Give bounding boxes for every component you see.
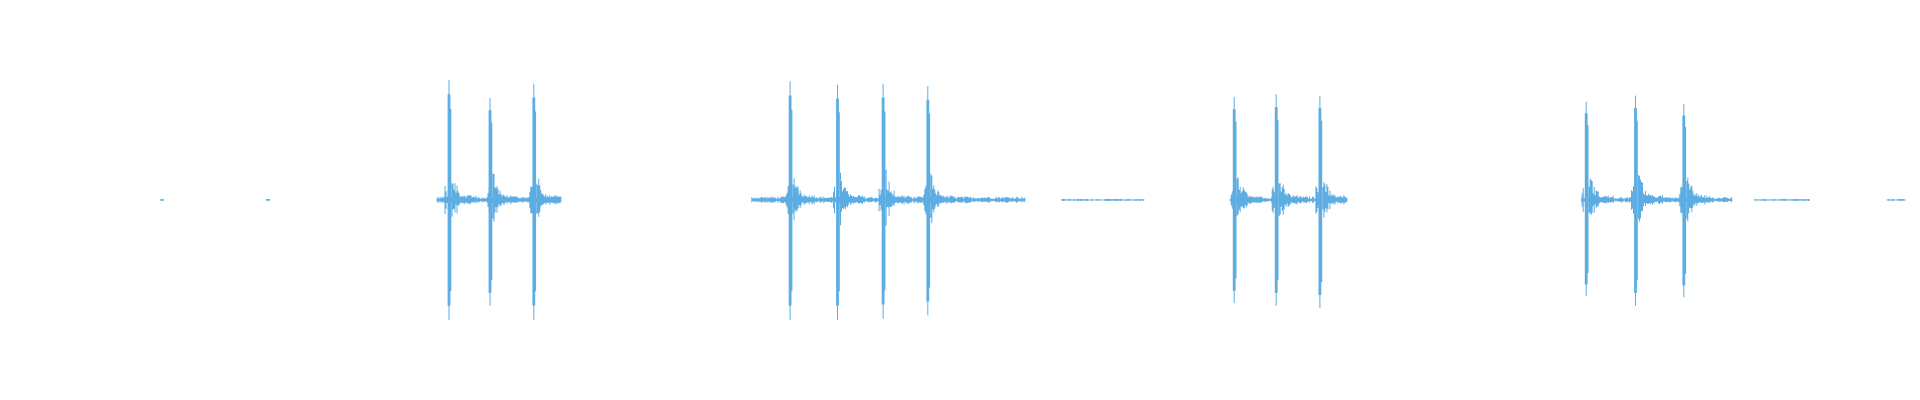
waveform-transient xyxy=(529,83,562,320)
waveform-transient xyxy=(1315,95,1348,308)
waveform-transient xyxy=(485,98,518,306)
waveform-transient-layer xyxy=(444,80,1712,320)
waveform-noise-segment xyxy=(1754,198,1810,202)
waveform-transient xyxy=(785,81,818,320)
waveform-noise-segment xyxy=(160,199,165,201)
waveform-noise-segment xyxy=(1061,198,1145,202)
waveform-transient xyxy=(1679,104,1712,298)
waveform-transient xyxy=(1229,96,1262,304)
waveform-transient xyxy=(1271,94,1304,306)
waveform-transient xyxy=(878,83,911,319)
waveform-noise-segment xyxy=(1886,198,1906,202)
waveform-transient xyxy=(833,84,865,320)
waveform-noise-segment xyxy=(266,198,271,201)
waveform-transient xyxy=(444,80,477,320)
waveform-transient xyxy=(923,86,956,316)
waveform-transient xyxy=(1581,101,1614,296)
waveform-transient xyxy=(1631,95,1663,306)
